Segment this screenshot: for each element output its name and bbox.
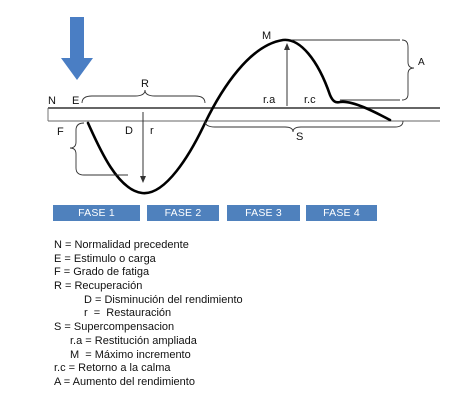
phase-1-box: FASE 1 <box>53 205 140 221</box>
performance-curve <box>86 38 392 195</box>
decrease-arrow-head <box>140 176 146 183</box>
phase-3-box: FASE 3 <box>227 205 300 221</box>
supercompensation-bracket <box>204 120 404 133</box>
legend: N = Normalidad precedente E = Estimulo o… <box>54 239 454 390</box>
legend-item: r = Restauración <box>84 307 172 320</box>
legend-item: E = Estimulo o carga <box>54 252 156 265</box>
label-r: r <box>150 125 154 137</box>
label-ra: r.a <box>263 94 276 106</box>
fatigue-bracket <box>69 122 85 176</box>
label-E: E <box>72 95 79 107</box>
label-M: M <box>262 30 271 42</box>
phase-4-box: FASE 4 <box>306 205 377 221</box>
legend-item: D = Disminución del rendimiento <box>84 293 243 306</box>
gain-bracket <box>401 39 415 101</box>
down-arrow-icon <box>61 17 93 80</box>
max-arrow-head <box>284 43 290 50</box>
supercompensation-diagram: N E F R D r M r.a r.c S A <box>47 17 440 195</box>
legend-item: M = Máximo incremento <box>70 348 191 361</box>
label-R: R <box>141 78 149 90</box>
label-F: F <box>57 126 64 138</box>
label-N: N <box>48 95 56 107</box>
legend-item: A = Aumento del rendimiento <box>54 375 195 388</box>
phase-2-box: FASE 2 <box>147 205 219 221</box>
legend-item: F = Grado de fatiga <box>54 266 150 279</box>
phase-bar: FASE 1 FASE 2 FASE 3 FASE 4 <box>53 205 406 221</box>
legend-item: R = Recuperación <box>54 280 143 293</box>
label-A: A <box>418 57 425 68</box>
legend-item: N = Normalidad precedente <box>54 239 189 251</box>
recovery-bracket <box>81 89 206 104</box>
legend-item: r.c = Retorno a la calma <box>54 362 171 375</box>
legend-item: r.a = Restitución ampliada <box>70 334 197 347</box>
label-rc: r.c <box>304 94 316 106</box>
label-S: S <box>296 131 303 143</box>
label-D: D <box>125 125 133 137</box>
legend-item: S = Supercompensacion <box>54 321 175 334</box>
